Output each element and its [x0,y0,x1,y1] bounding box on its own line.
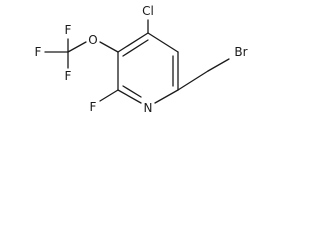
bond-c3-c4 [117,32,149,53]
bond-c6-ch2 [177,70,209,91]
atom-f-left: F [35,45,42,59]
pyridine-ring [117,32,179,104]
atom-br: Br [234,45,247,59]
bond-ch2-br [207,58,230,72]
bond-c3-c4-inner [122,39,149,57]
bond-n-c2-inner [122,85,142,98]
atom-o: O [88,33,97,47]
atom-f-top: F [65,23,72,37]
bond-c3-o [99,41,119,53]
bond-c6-n [154,89,179,104]
atom-n: N [144,101,153,115]
atom-labels: Cl O F F F F N Br [35,4,248,115]
atom-cl: Cl [142,4,154,18]
atom-f-ring: F [90,100,97,114]
bond-o-cf3 [67,41,87,53]
bond-c2-f [99,89,119,102]
substituent-bonds [44,19,230,102]
bond-n-c2 [117,89,142,104]
atom-f-bottom: F [65,69,72,83]
structural-formula: Cl O F F F F N Br [35,4,248,115]
bond-c4-c5 [147,32,179,53]
